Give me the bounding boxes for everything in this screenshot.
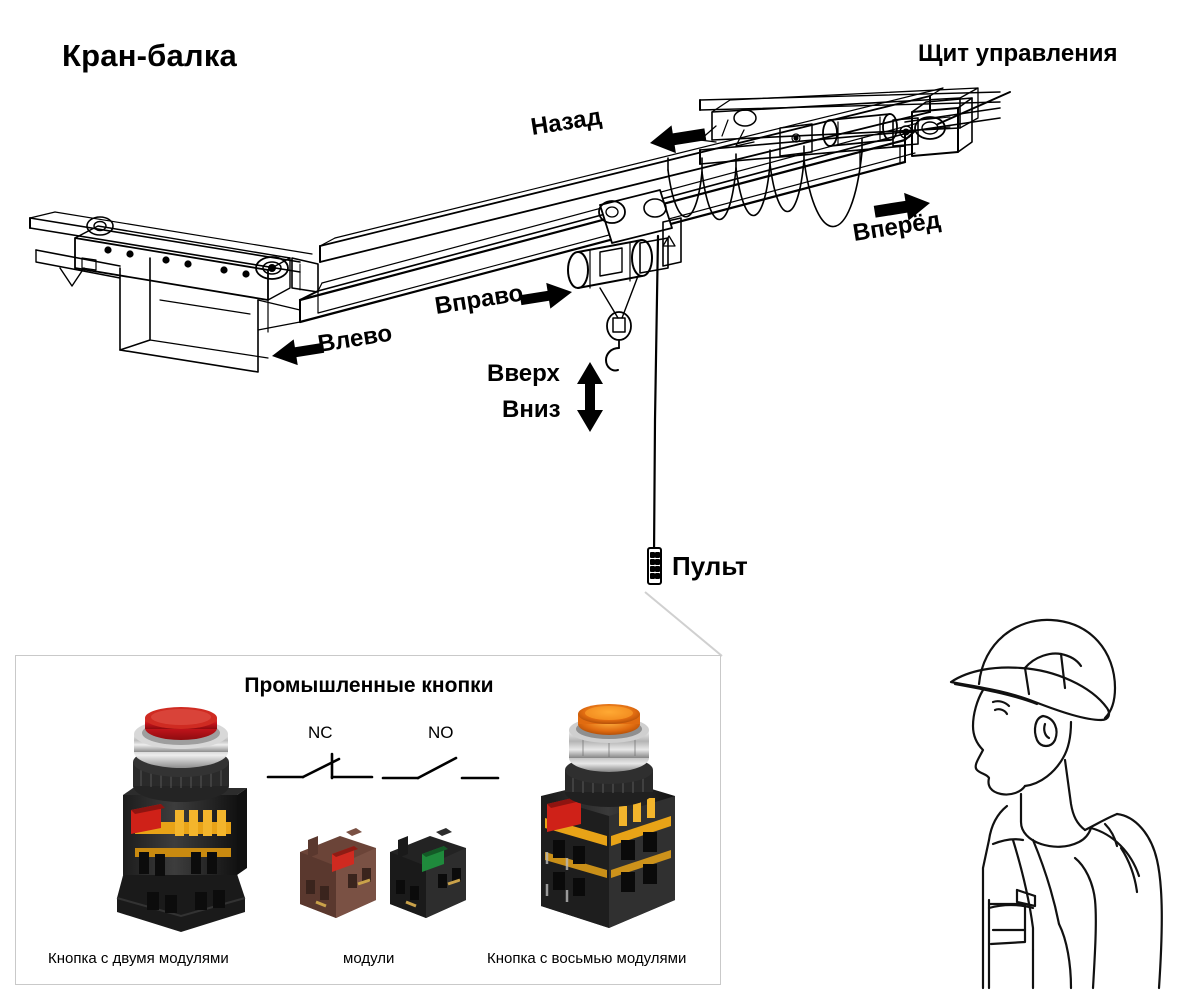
arrow-forward-icon [873,192,930,221]
module-nc [300,828,376,918]
panel-title: Промышленные кнопки [244,674,494,697]
caption-button-eight-modules: Кнопка с восьмью модулями [487,950,687,967]
contact-label-nc: NC [308,723,333,742]
caption-button-two-modules: Кнопка с двумя модулями [48,950,229,967]
overhead-crane-illustration [29,87,1011,585]
arrow-down-icon [577,384,603,432]
photo-button-two-modules [116,707,247,932]
worker-illustration [949,618,1163,990]
arrow-left-icon [272,339,325,366]
direction-label-down: Вниз [502,396,561,423]
callout-pendant: Пульт [672,551,748,581]
arrow-back-icon [650,125,707,154]
page-title: Кран-балка [62,38,237,73]
callout-control-panel: Щит управления [918,40,1118,67]
direction-arrows [272,125,930,432]
module-no [390,828,466,918]
direction-label-up: Вверх [487,360,560,387]
arrow-right-icon [519,282,572,309]
photo-button-eight-modules [541,704,675,928]
photo-contact-modules [300,828,466,918]
caption-modules: модули [343,950,395,967]
contact-label-no: NO [428,723,454,742]
